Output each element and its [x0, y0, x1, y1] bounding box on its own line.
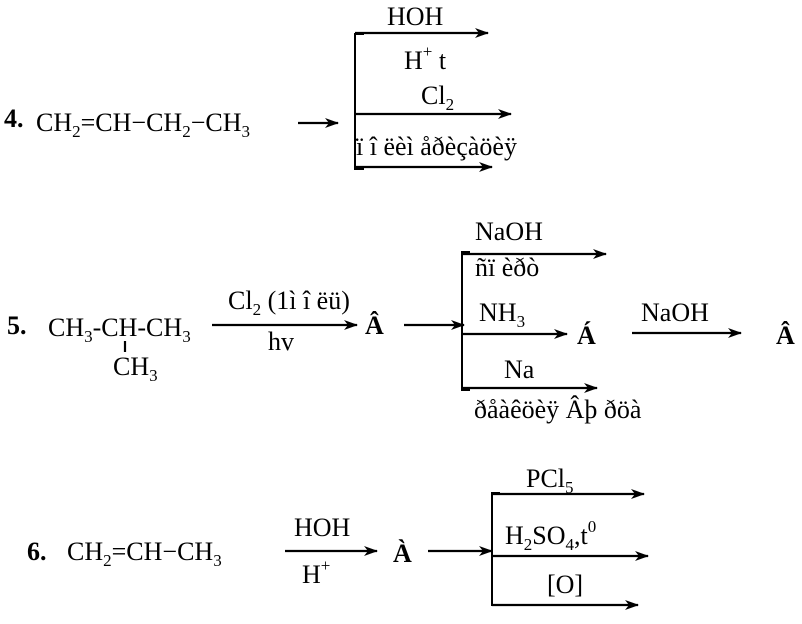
- condition-label: H+: [302, 556, 330, 589]
- condition-label: H+ t: [404, 42, 447, 75]
- reagent-label: NH3: [479, 298, 525, 331]
- reagent-label: NaOH: [641, 298, 709, 327]
- reagent-label: [O]: [547, 570, 583, 599]
- problem-4: 4. CH2=CH−CH2−CH3 HOH H+ t Cl2 ï î ëèì å…: [4, 2, 517, 172]
- reagent-label: NaOH: [475, 217, 543, 246]
- problem-number: 4.: [4, 104, 24, 133]
- condition-label: ñï èðò: [475, 253, 539, 282]
- reagent-label: Cl2: [421, 81, 454, 114]
- condition-label: ðåàêöèÿ Âþ ðöà: [474, 395, 642, 424]
- product-a: Â: [365, 311, 384, 340]
- reagent-label: Cl2 (1ì î ëü): [228, 286, 350, 319]
- reagent-label: HOH: [387, 2, 444, 31]
- problem-5: 5. CH3-CH-CH3 CH3 Cl2 (1ì î ëü) hv Â NaO…: [7, 217, 795, 424]
- product-a: À: [393, 539, 412, 568]
- problem-number: 6.: [27, 537, 47, 566]
- methyl-branch: CH3: [113, 352, 158, 385]
- condition-label: hv: [268, 327, 294, 356]
- product-b: Á: [577, 321, 596, 350]
- product-c: Â: [776, 321, 795, 350]
- reactant-formula: CH2=CH−CH2−CH3: [36, 108, 250, 141]
- reactant-formula: CH3-CH-CH3: [48, 313, 191, 346]
- problem-number: 5.: [7, 311, 27, 340]
- reagent-label: PCl5: [526, 464, 574, 497]
- condition-label: ï î ëèì åðèçàöèÿ: [355, 132, 517, 161]
- branch-bracket: [491, 492, 500, 606]
- reactant-formula: CH2=CH−CH3: [67, 537, 222, 570]
- branch-bracket: [461, 251, 470, 391]
- reagent-label: HOH: [294, 513, 351, 542]
- reagent-label: H2SO4,t0: [505, 517, 596, 554]
- problem-6: 6. CH2=CH−CH3 HOH H+ À PCl5 H2SO4,t0 [O]: [27, 464, 649, 610]
- reagent-label: Na: [504, 355, 535, 384]
